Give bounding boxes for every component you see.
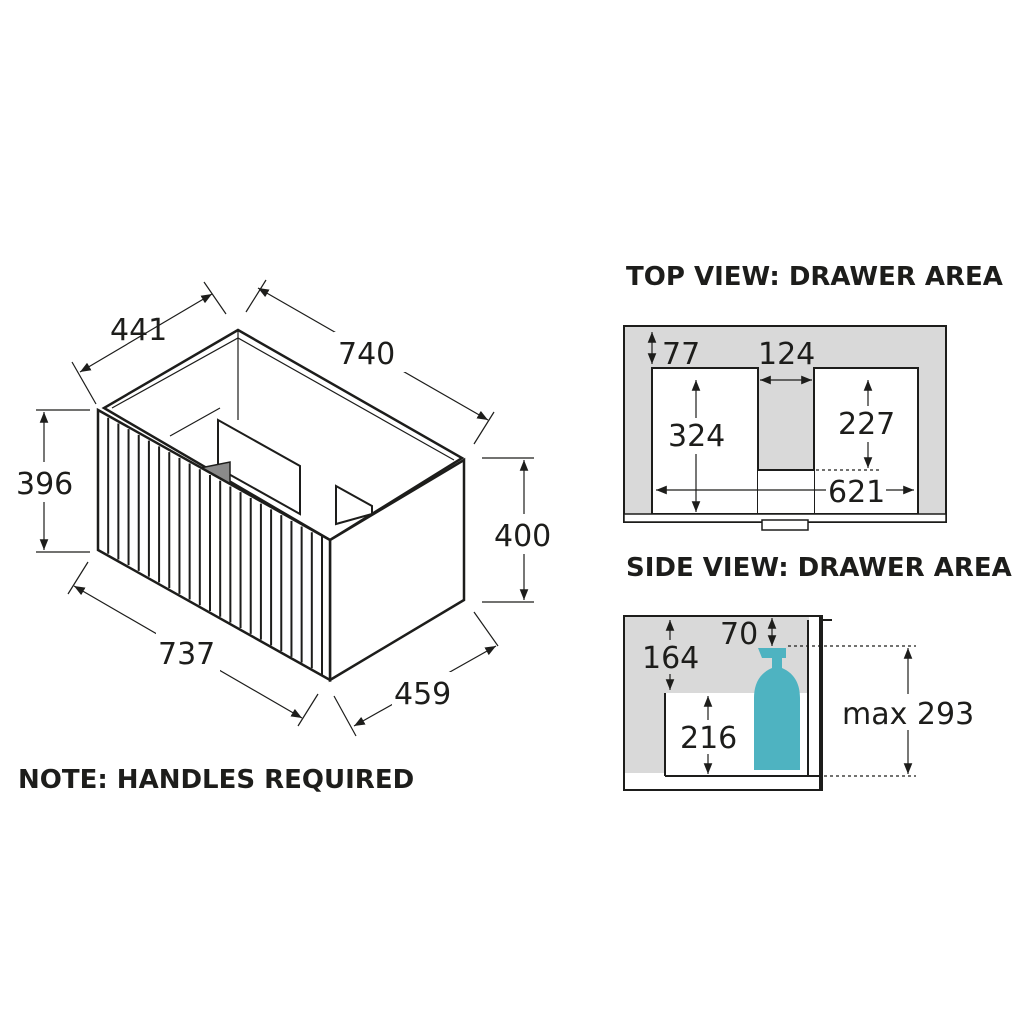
dim-label-bg [494, 514, 558, 554]
dim-label-bg [826, 474, 886, 508]
side-view-left-shade [625, 693, 665, 773]
ext-line [203, 281, 227, 315]
soap-bottle-icon [754, 648, 800, 770]
dim-label-bg [840, 694, 976, 730]
dim-label-124: 124 [758, 337, 815, 372]
top-view-cutout [757, 368, 815, 471]
dim-label-bg [680, 720, 740, 754]
ext-line [473, 411, 495, 445]
dim-label-bg [14, 462, 78, 502]
ext-line [333, 695, 357, 737]
dim-label-bg [156, 632, 220, 672]
top-view-title: TOP VIEW: DRAWER AREA [626, 262, 1003, 292]
top-view-diagram: TOP VIEW: DRAWER AREA 77 124 324 227 621 [623, 262, 1003, 531]
side-view-diagram: SIDE VIEW: DRAWER AREA 164 70 216 max 29… [623, 553, 1012, 791]
vanity-inner-partition [217, 418, 301, 516]
dim-label-227: 227 [838, 407, 895, 442]
ext-line [71, 361, 97, 405]
top-view-drawer-middle [758, 470, 814, 514]
dim-label-70: 70 [720, 617, 758, 652]
ext-line [245, 279, 267, 313]
dim-label-621: 621 [828, 475, 885, 510]
dim-label-459: 459 [394, 677, 451, 712]
ext-line [67, 561, 89, 595]
vanity-inner-shelf-line [169, 407, 221, 437]
dim-label-bg [640, 640, 702, 674]
dim-label-396: 396 [16, 467, 73, 502]
side-view-title: SIDE VIEW: DRAWER AREA [626, 553, 1012, 583]
main-dimensions: 441 740 396 400 737 459 NOTE: HANDLES RE… [14, 279, 558, 795]
dim-line-441 [79, 293, 213, 373]
ext-line [473, 611, 499, 647]
dim-label-164: 164 [642, 641, 699, 676]
dim-label-bg [392, 672, 456, 712]
dim-label-bg [666, 418, 728, 454]
dim-label-max-293: max 293 [842, 697, 974, 732]
dim-label-77: 77 [662, 337, 700, 372]
dim-label-324: 324 [668, 419, 725, 454]
dim-label-bg [838, 406, 900, 442]
dim-label-740: 740 [338, 337, 395, 372]
top-view-handle [761, 519, 809, 531]
dim-label-216: 216 [680, 721, 737, 756]
dim-label-737: 737 [158, 637, 215, 672]
note-handles-required: NOTE: HANDLES REQUIRED [18, 765, 414, 795]
dim-label-bg [334, 332, 410, 372]
ext-line [297, 693, 319, 727]
dim-label-400: 400 [494, 519, 551, 554]
dim-label-441: 441 [110, 313, 167, 348]
vanity-isometric-view [96, 328, 466, 683]
